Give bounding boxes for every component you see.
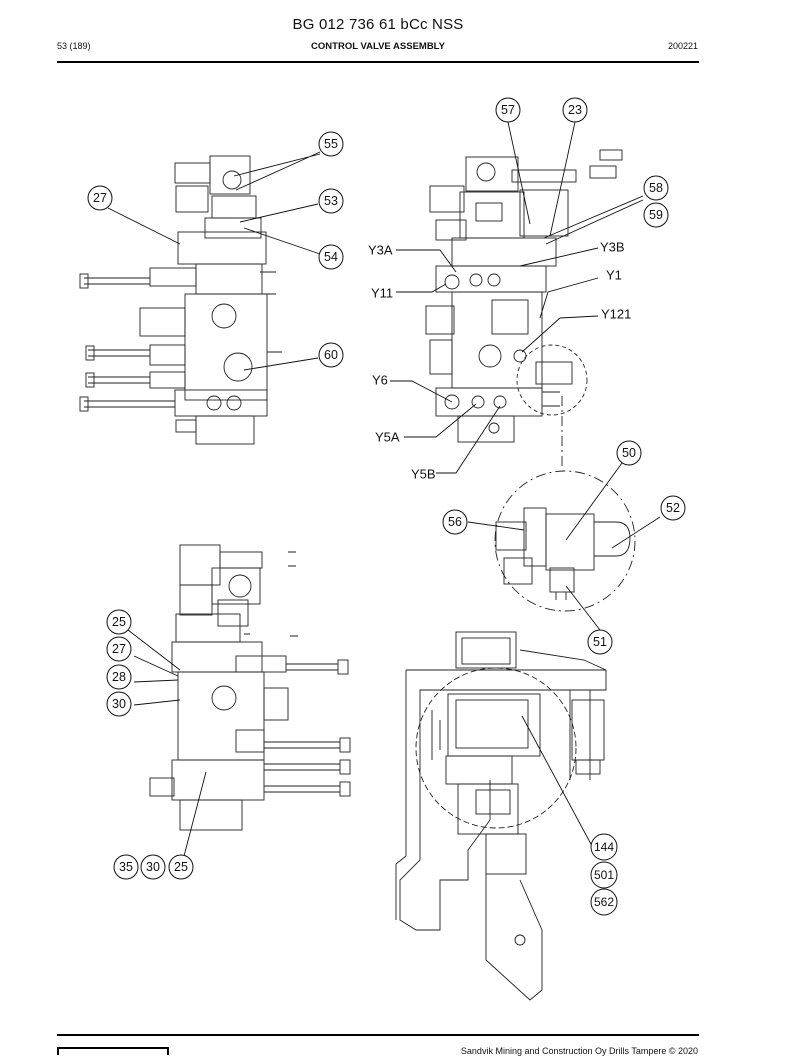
- footer-copyright: Sandvik Mining and Construction Oy Drill…: [460, 1046, 698, 1056]
- callout-28: 28: [112, 670, 126, 684]
- callout-58: 58: [649, 181, 663, 195]
- callout-53: 53: [324, 194, 338, 208]
- callout-circle-57: [495, 97, 521, 123]
- callout-55: 55: [324, 137, 338, 151]
- callout-circle-51: [587, 629, 613, 655]
- callout-56: 56: [448, 515, 462, 529]
- callout-circle-58: [643, 175, 669, 201]
- callout-circle-59: [643, 202, 669, 228]
- callout-50: 50: [622, 446, 636, 460]
- callout-57: 57: [501, 103, 515, 117]
- callout-circle-55: [318, 131, 344, 157]
- document-title: BG 012 736 61 bCc NSS: [292, 16, 464, 33]
- callout-23: 23: [568, 103, 582, 117]
- callout-circle-52: [660, 495, 686, 521]
- document-date: 200221: [667, 41, 698, 51]
- callout-circle-30-bottom: [140, 854, 166, 880]
- callout-circle-501: [590, 861, 618, 889]
- section-title: CONTROL VALVE ASSEMBLY: [311, 41, 445, 52]
- callout-circle-56: [442, 509, 468, 535]
- detail-view-circle: [494, 470, 636, 612]
- sandvik-logo: [57, 1047, 169, 1055]
- header-rule: [57, 61, 699, 63]
- callout-circle-27-left: [106, 636, 132, 662]
- callout-562: 562: [594, 895, 614, 909]
- callout-circle-54: [318, 244, 344, 270]
- callout-60: 60: [324, 348, 338, 362]
- callout-circle-23: [562, 97, 588, 123]
- callout-54: 54: [324, 250, 338, 264]
- callout-35: 35: [119, 860, 133, 874]
- callout-circle-28: [106, 664, 132, 690]
- callout-501: 501: [594, 868, 614, 882]
- valve-frame-view: [395, 631, 607, 1001]
- callout-51: 51: [593, 635, 607, 649]
- label-y5b: Y5B: [411, 467, 436, 482]
- footer-rule: [57, 1034, 699, 1036]
- callout-circle-35: [113, 854, 139, 880]
- callout-144: 144: [594, 840, 614, 854]
- label-y5a: Y5A: [375, 430, 400, 445]
- label-y3b: Y3B: [600, 240, 625, 255]
- callout-circle-30-left: [106, 691, 132, 717]
- callout-circle-25-bottom: [168, 854, 194, 880]
- callout-circle-562: [590, 888, 618, 916]
- label-y1: Y1: [606, 268, 622, 283]
- callout-circle-53: [318, 188, 344, 214]
- callout-25-left: 25: [112, 615, 126, 629]
- callout-30-bottom: 30: [146, 860, 160, 874]
- label-y6: Y6: [372, 373, 388, 388]
- callout-circle-144: [590, 833, 618, 861]
- label-y121: Y121: [601, 307, 631, 322]
- callout-52: 52: [666, 501, 680, 515]
- callout-circle-25-left: [106, 609, 132, 635]
- callout-circle-60: [318, 342, 344, 368]
- callout-27-left: 27: [112, 642, 126, 656]
- callout-27-top: 27: [93, 191, 107, 205]
- valve-view-top-left: [79, 155, 282, 445]
- callout-59: 59: [649, 208, 663, 222]
- leader-lines: [107, 121, 661, 857]
- label-y11: Y11: [371, 286, 393, 301]
- valve-view-bottom-left: [149, 544, 351, 831]
- label-y3a: Y3A: [368, 243, 393, 258]
- page-number: 53 (189): [57, 41, 91, 51]
- valve-view-top-right: [425, 149, 623, 470]
- callout-30-left: 30: [112, 697, 126, 711]
- callout-circle-27-top: [87, 185, 113, 211]
- callout-25-bottom: 25: [174, 860, 188, 874]
- callout-circle-50: [616, 440, 642, 466]
